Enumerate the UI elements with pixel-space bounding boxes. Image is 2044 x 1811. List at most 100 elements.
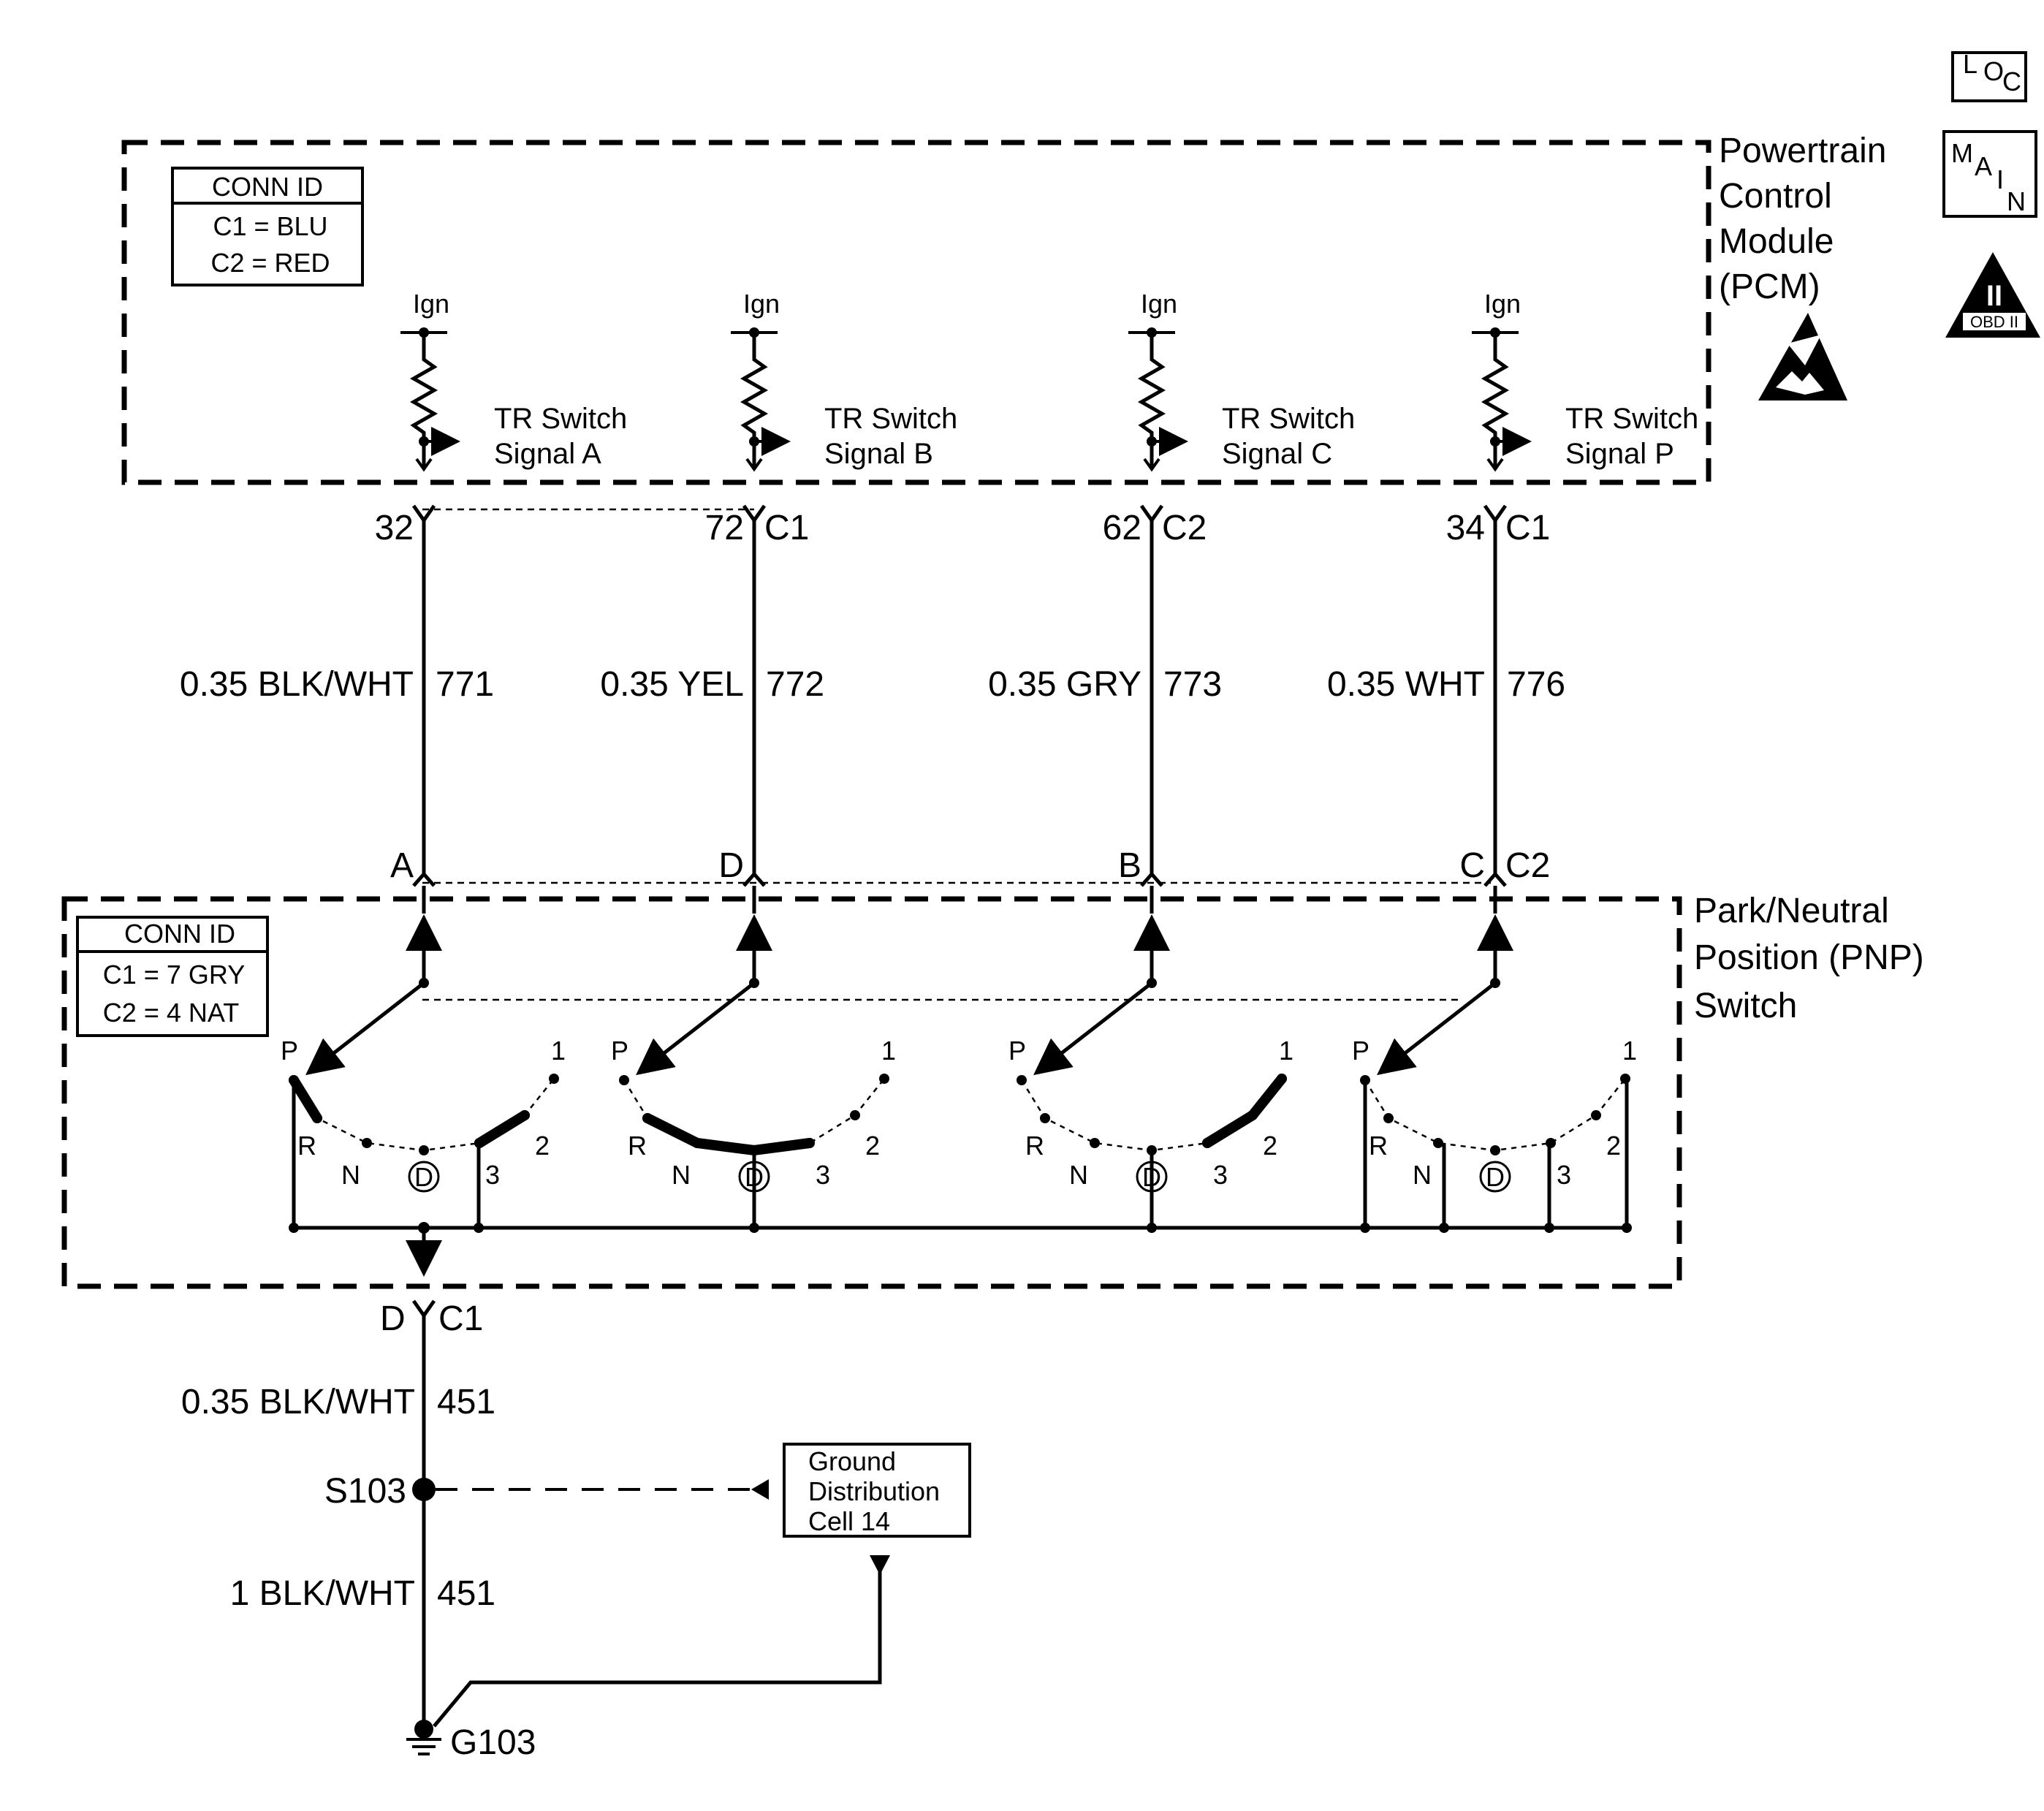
- contact-three: [805, 1138, 815, 1148]
- wiper-arm: [1377, 982, 1497, 1076]
- pcm-boundary: [121, 140, 1711, 485]
- switch-closed-span: [474, 1110, 530, 1148]
- pcm-pin-number: 34: [1446, 509, 1485, 547]
- contact-r: [312, 1113, 322, 1123]
- contact-r: [1383, 1113, 1394, 1123]
- pcm-conn-id-header: CONN ID: [212, 172, 323, 202]
- output-arrow: [1143, 458, 1160, 472]
- contact-one: [879, 1074, 889, 1084]
- ground-connector-symbol: [411, 1299, 436, 1319]
- pcm-connector-symbol: [742, 504, 767, 524]
- pnp-connector-symbol: [1483, 871, 1507, 887]
- switch-closed-span: [642, 1113, 815, 1156]
- pcm-pin-connector: C1: [1505, 509, 1550, 547]
- pnp-conn-id-row1: C1 = 7 GRY: [103, 960, 245, 990]
- main-icon[interactable]: M A I N: [1942, 130, 2037, 218]
- position-label-three: 3: [1213, 1160, 1228, 1190]
- contact-p: [1017, 1075, 1027, 1085]
- pnp-title-line1: Park/Neutral: [1694, 892, 1889, 930]
- dist-box-arrow: [870, 1555, 890, 1575]
- position-label-r: R: [1025, 1131, 1044, 1161]
- pnp-connector-symbol: [1140, 871, 1163, 887]
- position-label-two: 2: [1606, 1131, 1621, 1161]
- wire-circuit-number: 771: [436, 665, 494, 704]
- contact-n: [692, 1138, 702, 1148]
- position-label-r: R: [1369, 1131, 1388, 1161]
- output-arrow: [745, 458, 763, 472]
- pcm-pin-connector: C1: [764, 509, 809, 547]
- loc-letter-o: O: [1983, 56, 2004, 86]
- pcm-conn-id-row2: C2 = RED: [210, 248, 330, 278]
- position-label-one: 1: [551, 1036, 566, 1066]
- pnp-conn-id-header: CONN ID: [124, 919, 235, 949]
- signal-label-line1: TR Switch: [1222, 403, 1355, 435]
- contact-two: [1247, 1110, 1258, 1120]
- signal-label-line1: TR Switch: [1565, 403, 1698, 435]
- wire-color-label: 0.35 BLK/WHT: [180, 665, 414, 704]
- ground-circuit: D C1 0.35 BLK/WHT 451 S103 Ground Distri…: [181, 1299, 971, 1762]
- position-label-n: N: [341, 1160, 360, 1190]
- pnp-pin-letter: C: [1459, 846, 1485, 885]
- switch-arc: [623, 1078, 885, 1152]
- pcm-title: Powertrain Control Module (PCM): [1719, 132, 1886, 306]
- contact-n: [362, 1138, 372, 1148]
- position-label-one: 1: [881, 1036, 896, 1066]
- ign-label: Ign: [413, 289, 449, 319]
- drive-circle: [408, 1161, 440, 1193]
- pull-up-resistor: [740, 333, 769, 468]
- ground-point-label: G103: [450, 1723, 536, 1762]
- contact-three: [1202, 1138, 1212, 1148]
- contact-two: [1591, 1110, 1601, 1120]
- position-label-two: 2: [865, 1131, 880, 1161]
- output-arrow: [415, 458, 433, 472]
- signal-label-line2: Signal C: [1222, 438, 1332, 470]
- location-icon[interactable]: L O C: [1951, 49, 2027, 102]
- contact-r: [1040, 1113, 1050, 1123]
- signal-label-line2: Signal P: [1565, 438, 1674, 470]
- contact-one: [549, 1074, 559, 1084]
- wire-circuit-number: 776: [1507, 665, 1565, 704]
- switch-arc: [292, 1078, 555, 1152]
- wiper-arm: [1033, 982, 1153, 1076]
- obd-ii-icon[interactable]: II OBD II: [1945, 252, 2040, 338]
- wire-circuit-number: 773: [1163, 665, 1222, 704]
- position-label-one: 1: [1279, 1036, 1293, 1066]
- ground-distribution-box[interactable]: Ground Distribution Cell 14: [783, 1443, 971, 1538]
- position-label-one: 1: [1622, 1036, 1637, 1066]
- switch-arc: [1364, 1078, 1626, 1152]
- contact-two: [850, 1110, 860, 1120]
- pnp-title-line3: Switch: [1694, 987, 1797, 1025]
- ign-label: Ign: [1484, 289, 1521, 319]
- wire-color-label: 0.35 WHT: [1327, 665, 1485, 704]
- ground-pin-label: D: [380, 1299, 406, 1338]
- pcm-module: Powertrain Control Module (PCM) CONN ID …: [121, 132, 1886, 485]
- obd-label: OBD II: [1970, 313, 2018, 331]
- wiper-arm: [636, 982, 756, 1076]
- pcm-pin-connector: C2: [1162, 509, 1207, 547]
- splice-link-arrow: [751, 1479, 769, 1500]
- position-label-r: R: [628, 1131, 647, 1161]
- pnp-title: Park/Neutral Position (PNP) Switch: [1694, 892, 1924, 1025]
- dist-box-line2: Distribution: [808, 1476, 940, 1506]
- pnp-switch: Park/Neutral Position (PNP) Switch CONN …: [61, 886, 1924, 1289]
- drive-circle: [1479, 1161, 1511, 1193]
- switch-arc: [1020, 1078, 1283, 1152]
- contact-one: [1277, 1074, 1287, 1084]
- signal-label-line2: Signal A: [494, 438, 601, 470]
- pnp-boundary: [61, 896, 1682, 1289]
- contact-d: [1490, 1145, 1500, 1155]
- contact-r: [642, 1113, 653, 1123]
- pcm-title-line1: Powertrain: [1719, 132, 1886, 170]
- contact-two: [520, 1110, 530, 1120]
- pcm-connector-symbol: [1483, 504, 1508, 524]
- pnp-conn-id-table: CONN ID C1 = 7 GRY C2 = 4 NAT: [76, 916, 269, 1037]
